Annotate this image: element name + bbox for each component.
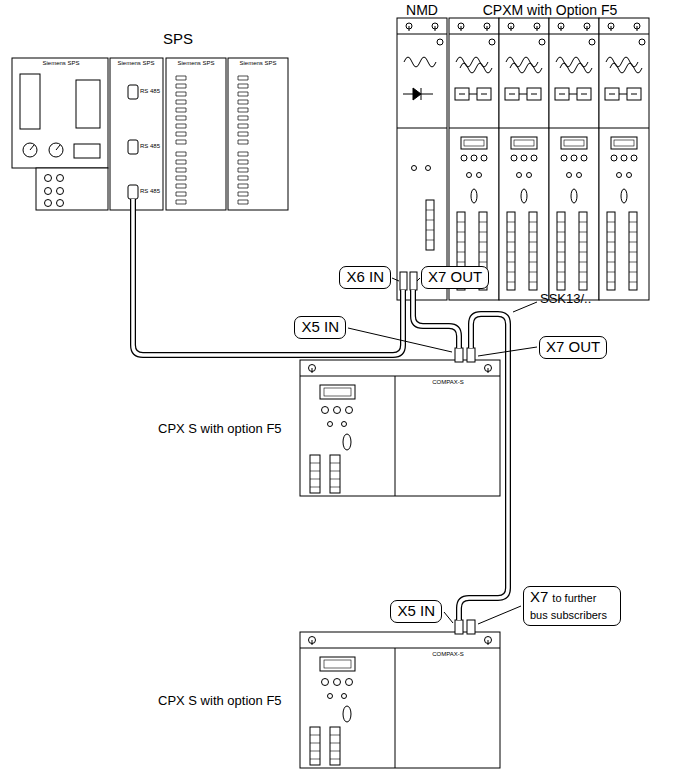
port-label: RS 485 (140, 143, 160, 150)
device-label: SPS (163, 30, 193, 47)
drive-modules (397, 18, 649, 300)
bus-cable (133, 199, 508, 620)
device-label: CPX S with option F5 (158, 422, 282, 437)
callout-box: X7 OUT (421, 266, 489, 289)
callout-box: X5 IN (390, 600, 442, 623)
callout-box: X5 IN (294, 316, 346, 339)
module-label: Siemens SPS (117, 60, 154, 67)
cable-label: SSK13/.. (540, 292, 591, 307)
servo-unit (300, 348, 500, 496)
brand-label: COMPAX-S (432, 379, 464, 386)
callout-box: X7to further bus subscribers (523, 586, 621, 626)
module-label: Siemens SPS (239, 60, 276, 67)
port-label: RS 485 (140, 188, 160, 195)
connector-name: X7 OUT (546, 338, 600, 355)
connector-name: X7 (530, 588, 548, 605)
plc-rack (12, 58, 288, 210)
connector-name: X6 IN (346, 268, 384, 285)
callout-box: X6 IN (339, 266, 391, 289)
module-label: Siemens SPS (177, 60, 214, 67)
callout-box: X7 OUT (539, 336, 607, 359)
port-label: RS 485 (140, 88, 160, 95)
io-terminals (176, 76, 248, 204)
leader-line (348, 278, 537, 624)
device-label: CPXM with Option F5 (483, 2, 618, 18)
module-label: Siemens SPS (42, 60, 79, 67)
device-label: CPX S with option F5 (158, 694, 282, 709)
device-label: NMD (406, 2, 438, 18)
connector-name: X7 OUT (428, 268, 482, 285)
brand-label: COMPAX-S (432, 651, 464, 658)
servo-unit (300, 620, 500, 768)
connector-name: X5 IN (301, 318, 339, 335)
connector-name: X5 IN (397, 602, 435, 619)
